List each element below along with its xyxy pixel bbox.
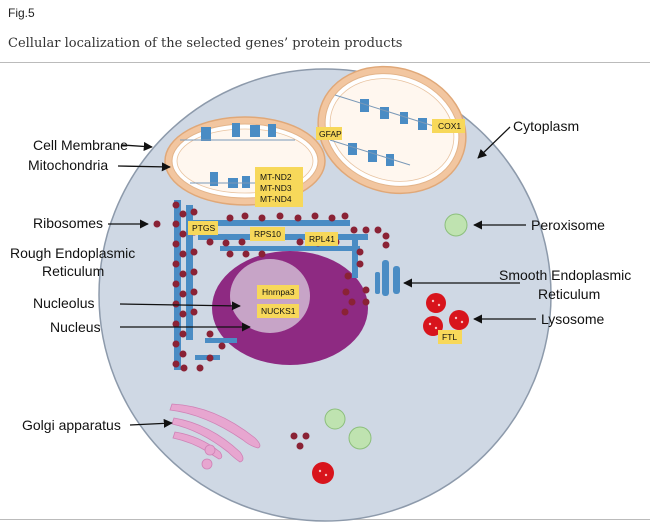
label-mitochondria: Mitochondria xyxy=(28,157,108,173)
label-nucleus: Nucleus xyxy=(50,319,101,335)
peroxisome xyxy=(444,213,468,237)
gene-box-rps10 xyxy=(250,227,285,241)
lysosomes xyxy=(312,293,469,484)
gene-mt-nd2: MT-ND2 xyxy=(260,172,292,182)
gene-gfap: GFAP xyxy=(319,129,342,139)
label-nucleolus: Nucleolus xyxy=(33,295,94,311)
label-arrows xyxy=(108,126,536,428)
label-smooth-er-1: Smooth Endoplasmic xyxy=(499,267,631,283)
gene-mt-nd4: MT-ND4 xyxy=(260,194,292,204)
label-golgi: Golgi apparatus xyxy=(22,417,121,433)
gene-box-ftl xyxy=(438,330,462,344)
gene-hnrnpa3: Hnrnpa3 xyxy=(262,287,295,297)
label-rough-er-2: Reticulum xyxy=(42,263,104,279)
gene-rpl41: RPL41 xyxy=(309,234,335,244)
gene-nucks1: NUCKS1 xyxy=(261,306,296,316)
golgi-apparatus xyxy=(169,403,261,470)
label-cytoplasm: Cytoplasm xyxy=(513,118,579,134)
label-rough-er-1: Rough Endoplasmic xyxy=(10,245,135,261)
gene-box-nucks1 xyxy=(257,304,299,318)
label-lysosome: Lysosome xyxy=(541,311,605,327)
label-smooth-er-2: Reticulum xyxy=(538,286,600,302)
figure-label: Fig.5 xyxy=(8,6,35,20)
gene-cox1: COX1 xyxy=(438,121,461,131)
gene-box-cox1 xyxy=(432,119,465,133)
gene-ptgs: PTGS xyxy=(192,223,215,233)
gene-box-gfap xyxy=(316,127,342,140)
gene-box-rpl41 xyxy=(305,232,338,246)
top-divider xyxy=(0,62,650,63)
gene-box-hnrnpa3 xyxy=(257,285,299,299)
label-peroxisome: Peroxisome xyxy=(531,217,605,233)
gene-ftl: FTL xyxy=(442,332,457,342)
ribosomes xyxy=(153,201,390,450)
gene-box-mt-nd: MT-ND2 MT-ND3 MT-ND4 xyxy=(255,167,303,207)
smooth-er xyxy=(375,260,400,296)
gene-rps10: RPS10 xyxy=(254,229,281,239)
peroxisome-3 xyxy=(348,426,372,450)
label-ribosomes: Ribosomes xyxy=(33,215,103,231)
gene-mt-nd3: MT-ND3 xyxy=(260,183,292,193)
label-cell-membrane: Cell Membrane xyxy=(33,137,128,153)
gene-box-ptgs xyxy=(188,221,218,235)
mitochondrion-right xyxy=(317,65,467,195)
figure-caption: Cellular localization of the selected ge… xyxy=(8,36,403,51)
peroxisome-2 xyxy=(324,408,346,430)
